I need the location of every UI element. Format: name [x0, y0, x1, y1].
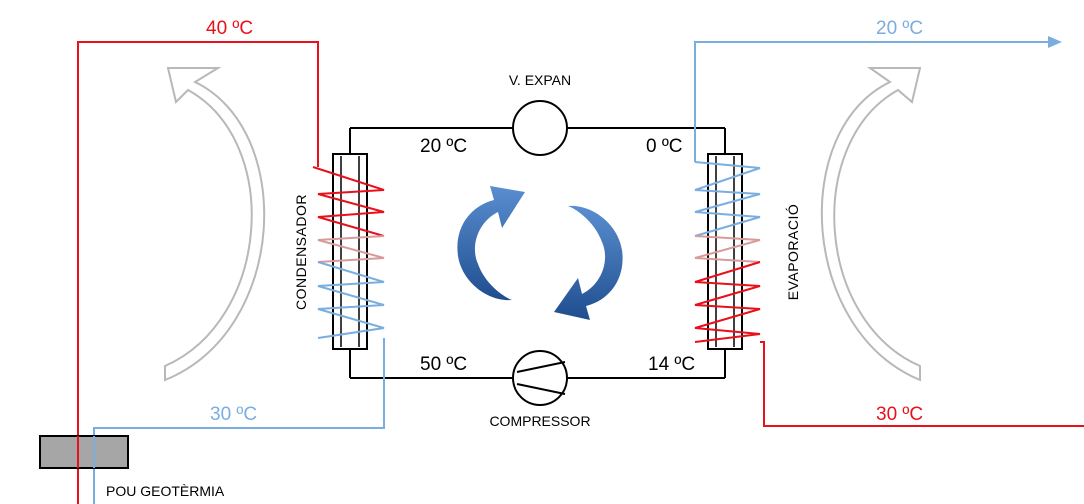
condenser-label: CONDENSADOR [293, 194, 309, 310]
hot-out-temp-label: 40 ºC [206, 18, 253, 39]
evaporator-bottom-temp: 14 ºC [648, 354, 695, 375]
geothermal-well-label: POU GEOTÈRMIA [106, 483, 225, 499]
expansion-valve-label: V. EXPAN [509, 72, 571, 88]
refrigerant-cycle-arrows-icon [457, 186, 623, 320]
condenser-exchanger [312, 153, 385, 350]
evaporator-exchanger [694, 153, 761, 350]
refrigerant-circuit [349, 127, 726, 379]
heat-flow-arrow-left [164, 67, 266, 382]
hot-supply-line [77, 41, 319, 504]
evaporator-top-temp: 0 ºC [646, 136, 683, 157]
heat-flow-arrow-right [820, 67, 922, 382]
evaporator-label: EVAPORACIÓ [785, 204, 801, 301]
expansion-valve-icon [512, 100, 568, 156]
compressor-icon [512, 350, 568, 406]
hot-in-temp-label: 30 ºC [876, 404, 923, 425]
hot-input-line [760, 341, 1084, 427]
cold-in-temp-label: 30 ºC [210, 404, 257, 425]
geothermal-well-icon [39, 435, 129, 469]
condenser-bottom-temp: 50 ºC [420, 354, 467, 375]
cold-output-arrowhead-icon [1048, 36, 1062, 48]
cold-out-temp-label: 20 ºC [876, 18, 923, 39]
condenser-top-temp: 20 ºC [420, 136, 467, 157]
cold-output-line [694, 41, 1052, 162]
compressor-label: COMPRESSOR [489, 413, 590, 429]
